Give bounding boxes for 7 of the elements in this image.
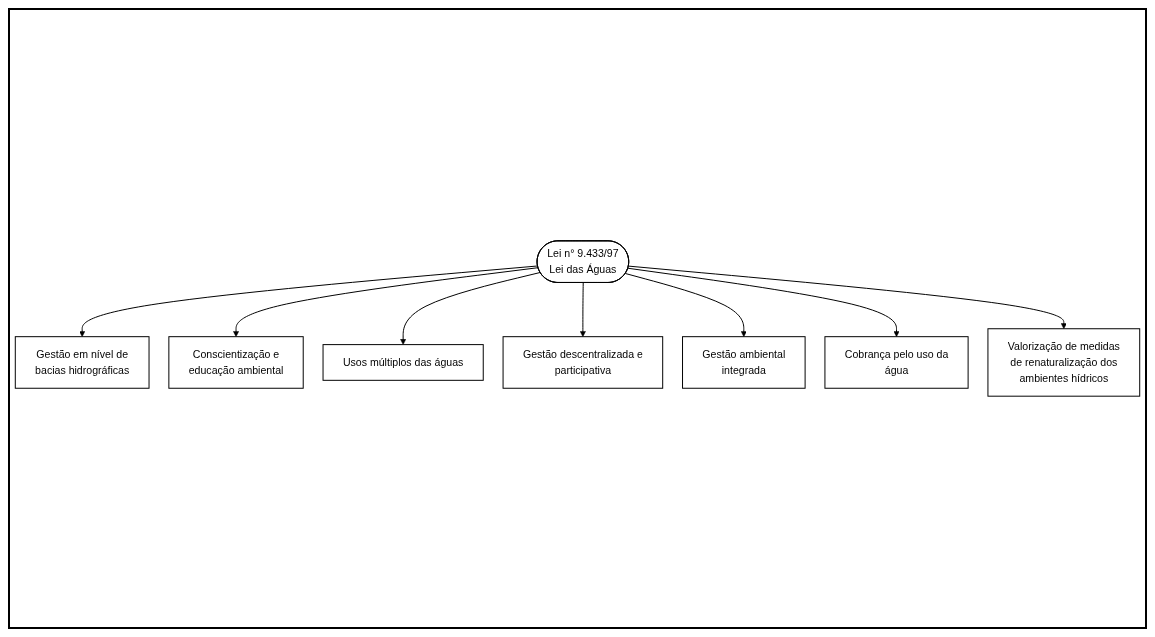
node-box: Conscientização e educação ambiental [168, 336, 304, 389]
node-box: Cobrança pelo uso da água [824, 336, 969, 389]
node-box: Gestão em nível de bacias hidrográficas [14, 336, 150, 389]
node-box: Usos múltiplos das águas [322, 344, 484, 381]
node-box: Gestão ambiental integrada [682, 336, 806, 389]
node-box: Gestão descentralizada e participativa [502, 336, 664, 389]
node-box: Valorização de medidas de renaturalização dos ambientes hídricos [987, 328, 1141, 397]
